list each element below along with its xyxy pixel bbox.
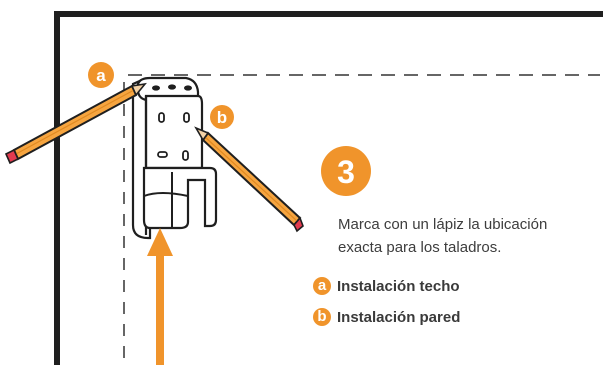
instruction-text: Marca con un lápiz la ubicación exacta p… (338, 213, 598, 259)
step-badge: 3 (321, 146, 371, 196)
step-number: 3 (337, 154, 355, 190)
mounting-bracket (131, 76, 218, 240)
legend-badge-a: a (313, 277, 331, 295)
pencil-b (194, 126, 304, 233)
callout-b: b (210, 105, 234, 129)
instruction-line-1: Marca con un lápiz la ubicación (338, 216, 548, 233)
callout-b-label: b (217, 108, 227, 127)
legend-item-ceiling: a Instalación techo (313, 275, 593, 297)
up-arrow-icon (147, 228, 173, 365)
legend-label-ceiling: Instalación techo (337, 277, 460, 295)
callout-a: a (88, 62, 114, 88)
pencil-a (4, 82, 147, 165)
legend-item-wall: b Instalación pared (313, 306, 593, 328)
legend-badge-b: b (313, 308, 331, 326)
legend-label-wall: Instalación pared (337, 308, 461, 326)
callout-a-label: a (96, 66, 106, 85)
room-outline (54, 11, 603, 365)
instruction-line-2: exacta para los taladros. (338, 239, 502, 256)
